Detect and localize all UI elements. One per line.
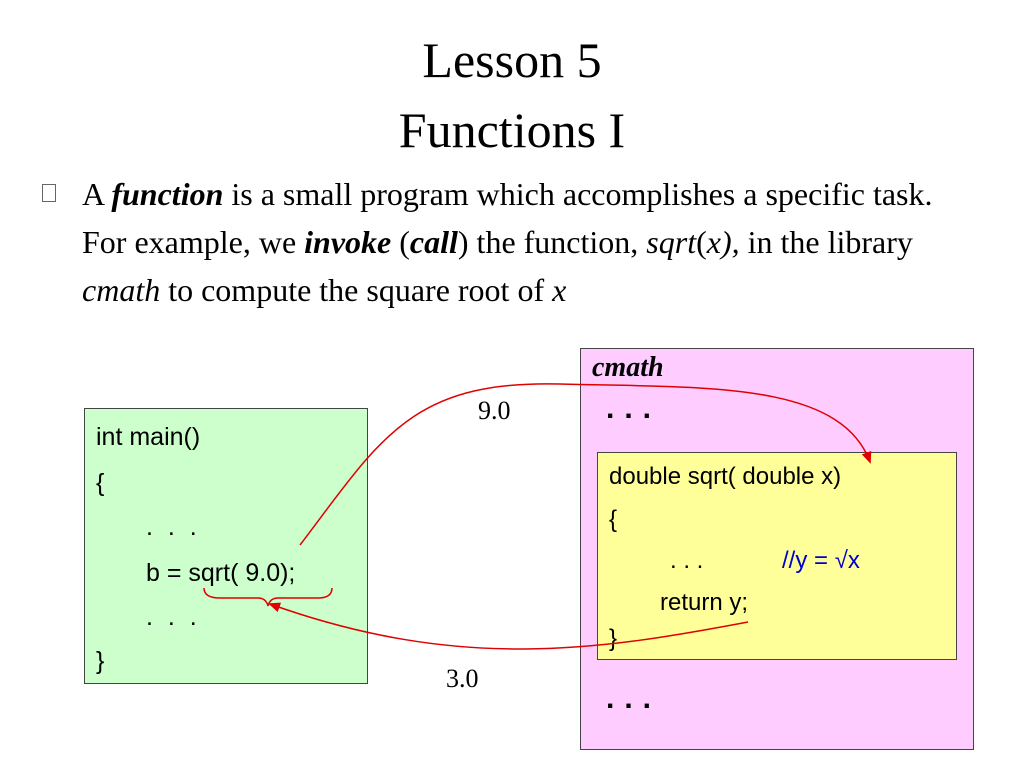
text-span: ( (391, 224, 410, 260)
text-span: A (82, 176, 112, 212)
term-x: x (706, 224, 721, 260)
main-function-box (84, 408, 368, 684)
sqrt-code-line-1: double sqrt( double x) (609, 463, 842, 490)
call-brace-icon (203, 587, 333, 607)
term-function: function (111, 176, 224, 212)
main-code-line-6: } (96, 647, 105, 675)
return-arrow (268, 602, 749, 650)
text-span: ( (696, 224, 707, 260)
sqrt-code-line-2: { (609, 506, 618, 533)
cmath-dots-bottom: ... (606, 682, 662, 715)
text-span: is a small program which accomplishes a … (82, 176, 933, 260)
cmath-dots-top: ... (606, 392, 662, 425)
main-code-line-4: b = sqrt( 9.0); (146, 559, 296, 587)
term-call: call (409, 224, 458, 260)
sqrt-function-box (597, 452, 957, 660)
main-code-line-5: . . . (146, 603, 201, 631)
main-code-line-1: int main() (96, 423, 201, 451)
call-arrow (299, 383, 872, 546)
text-span: ), (720, 224, 740, 260)
text-span: ) the function, (457, 224, 647, 260)
sqrt-code-line-3-dots: . . . (670, 547, 704, 574)
bullet-paragraph: A function is a small program which acco… (82, 170, 942, 314)
cmath-label: cmath (592, 352, 664, 383)
term-x: x (552, 272, 567, 308)
text-span: to compute the square root of (160, 272, 553, 308)
text-span: in the library (739, 224, 913, 260)
term-sqrt: sqrt (646, 224, 697, 260)
argument-value-label: 9.0 (478, 396, 511, 425)
main-code-line-3: . . . (146, 513, 201, 541)
sqrt-code-comment: //y = √x (782, 547, 860, 574)
sqrt-code-line-5: } (609, 625, 618, 652)
slide-title-line1: Lesson 5 (422, 32, 602, 88)
bullet-icon (42, 184, 56, 202)
term-invoke: invoke (304, 224, 392, 260)
sqrt-code-line-4: return y; (660, 589, 749, 616)
term-cmath: cmath (82, 272, 161, 308)
return-value-label: 3.0 (446, 664, 479, 693)
main-code-line-2: { (96, 469, 105, 497)
slide-title-line2: Functions I (398, 102, 626, 158)
